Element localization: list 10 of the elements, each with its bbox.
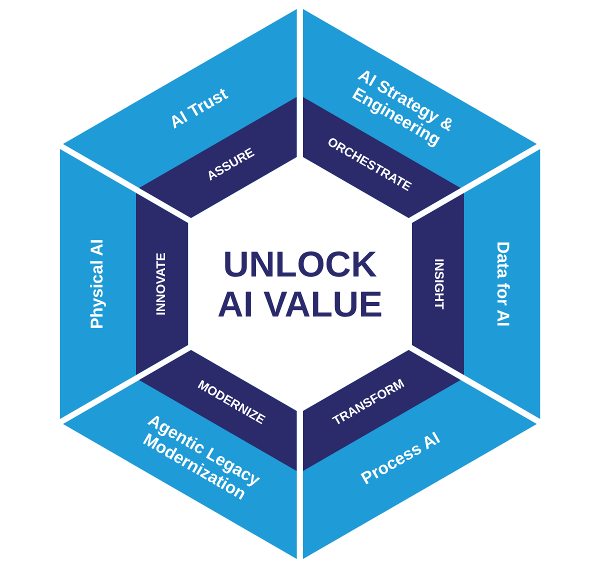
- band-label: INSIGHT: [430, 258, 444, 312]
- inner-band: [136, 193, 188, 375]
- band-label: INNOVATE: [155, 252, 170, 318]
- hexagon-segment: [303, 350, 537, 560]
- segment-label: Data for AI: [492, 240, 512, 329]
- inner-band: [412, 193, 464, 375]
- segment-label: Physical AI: [88, 238, 108, 332]
- segment-label: AI Trust: [166, 84, 232, 135]
- center-title: UNLOCK AI VALUE: [216, 244, 384, 324]
- hexagon-segment: [63, 350, 297, 560]
